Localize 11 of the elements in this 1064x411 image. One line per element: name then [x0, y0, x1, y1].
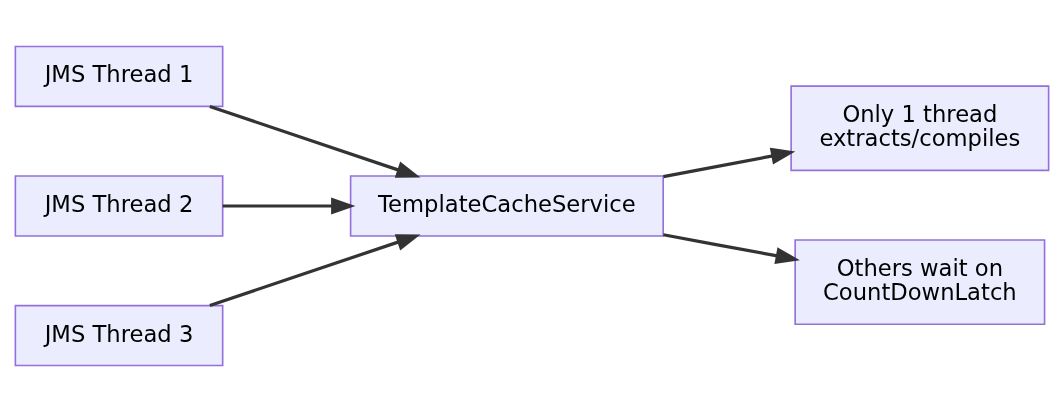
arrow: [663, 147, 796, 178]
node-box: TemplateCacheService: [349, 174, 664, 237]
node-box: JMS Thread 2: [14, 174, 224, 237]
node-box: JMS Thread 3: [14, 304, 224, 366]
arrow: [222, 196, 356, 215]
arrow: [209, 233, 421, 307]
node-box: JMS Thread 1: [14, 45, 224, 107]
arrow: [209, 104, 421, 178]
arrow: [663, 232, 800, 264]
node-box: Others wait on CountDownLatch: [794, 238, 1046, 325]
node-box: Only 1 thread extracts/compiles: [790, 84, 1050, 171]
